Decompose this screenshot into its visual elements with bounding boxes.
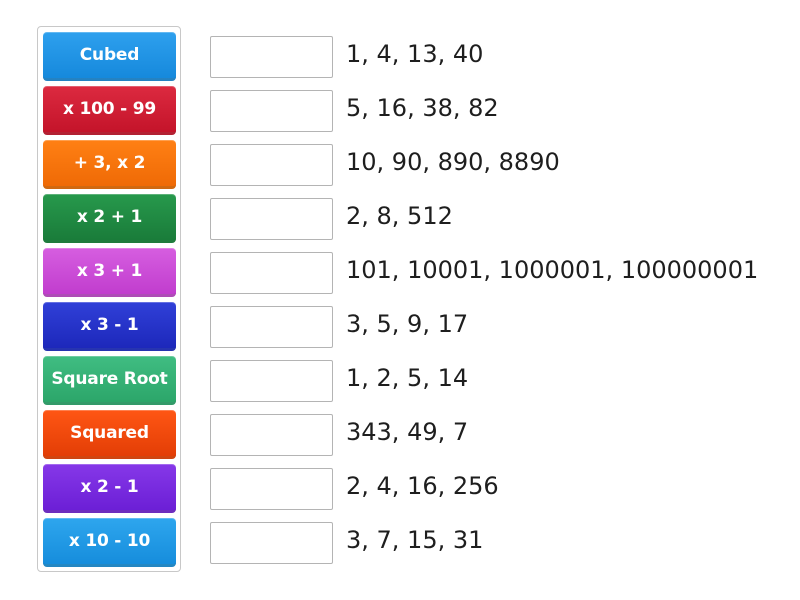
drop-box-6[interactable] [210, 306, 333, 348]
sequence-prompt-10: 3, 7, 15, 31 [346, 526, 484, 554]
sequence-prompt-5: 101, 10001, 1000001, 100000001 [346, 256, 759, 284]
answer-tile-x2-plus-1[interactable]: x 2 + 1 [43, 194, 176, 243]
drop-box-7[interactable] [210, 360, 333, 402]
drop-box-5[interactable] [210, 252, 333, 294]
sequence-prompt-8: 343, 49, 7 [346, 418, 469, 446]
answer-tile-squared[interactable]: Squared [43, 410, 176, 459]
sequence-prompt-1: 1, 4, 13, 40 [346, 40, 484, 68]
answer-tile-cubed[interactable]: Cubed [43, 32, 176, 81]
answer-tile-x100-minus-99[interactable]: x 100 - 99 [43, 86, 176, 135]
sequence-prompt-3: 10, 90, 890, 8890 [346, 148, 560, 176]
sequence-prompt-9: 2, 4, 16, 256 [346, 472, 499, 500]
drop-box-4[interactable] [210, 198, 333, 240]
answer-tile-plus3-times2[interactable]: + 3, x 2 [43, 140, 176, 189]
drop-box-3[interactable] [210, 144, 333, 186]
answer-tile-x3-minus-1[interactable]: x 3 - 1 [43, 302, 176, 351]
drop-box-9[interactable] [210, 468, 333, 510]
sequence-prompt-2: 5, 16, 38, 82 [346, 94, 499, 122]
drop-box-2[interactable] [210, 90, 333, 132]
drop-box-8[interactable] [210, 414, 333, 456]
sequence-prompt-7: 1, 2, 5, 14 [346, 364, 469, 392]
answer-tile-x10-minus-10[interactable]: x 10 - 10 [43, 518, 176, 567]
answer-tile-square-root[interactable]: Square Root [43, 356, 176, 405]
answer-tile-x3-plus-1[interactable]: x 3 + 1 [43, 248, 176, 297]
sequence-prompt-6: 3, 5, 9, 17 [346, 310, 469, 338]
answer-tile-x2-minus-1[interactable]: x 2 - 1 [43, 464, 176, 513]
drop-box-10[interactable] [210, 522, 333, 564]
sequence-prompt-4: 2, 8, 512 [346, 202, 453, 230]
drop-box-1[interactable] [210, 36, 333, 78]
